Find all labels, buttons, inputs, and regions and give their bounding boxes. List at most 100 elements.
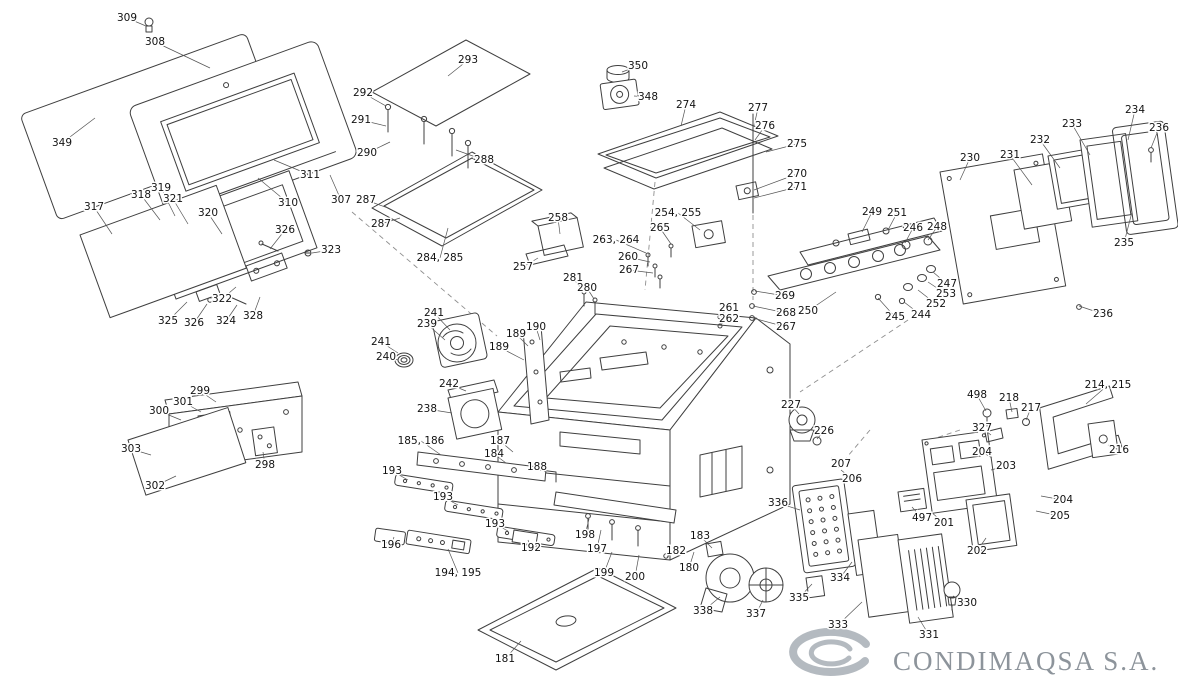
part-label-308: 308 (145, 36, 165, 48)
part-label-226: 226 (814, 425, 834, 437)
part-label-326: 326 (275, 224, 295, 236)
part-label-350: 350 (628, 60, 648, 72)
leader-line-303 (130, 448, 152, 456)
part-label-293: 293 (458, 54, 478, 66)
leader-line-235 (1123, 211, 1133, 244)
part-label-325: 325 (158, 315, 178, 327)
leader-line-336 (777, 502, 801, 511)
part-label-309: 309 (117, 12, 137, 24)
part-label-311: 311 (300, 169, 320, 181)
part-label-277: 277 (748, 102, 768, 114)
leader-line-274 (680, 104, 687, 127)
part-label-331: 331 (919, 629, 939, 641)
leader-line-330 (952, 595, 968, 604)
part-label-234: 234 (1125, 104, 1145, 116)
leader-line-334 (839, 561, 853, 579)
leader-line-184 (493, 453, 507, 464)
leader-line-230 (959, 157, 971, 181)
leader-line-205 (1035, 510, 1061, 517)
part-label-202: 202 (967, 545, 987, 557)
leader-line-238 (426, 408, 453, 414)
leader-line-292 (362, 92, 387, 107)
shelf-rails (373, 325, 677, 555)
part-label-182: 182 (666, 545, 686, 557)
part-label-276: 276 (755, 120, 775, 132)
leader-line-338 (702, 596, 721, 612)
part-label-250: 250 (798, 305, 818, 317)
leader-line-324 (225, 304, 238, 322)
glass-door-panels (21, 17, 357, 319)
leader-line-319 (160, 187, 176, 217)
part-label-254-255: 254, 255 (655, 207, 702, 219)
part-label-248: 248 (927, 221, 947, 233)
leader-line-265 (659, 227, 672, 245)
part-label-318: 318 (131, 189, 151, 201)
part-label-227: 227 (781, 399, 801, 411)
leader-line-267 (628, 269, 654, 274)
part-label-241: 241 (371, 336, 391, 348)
leader-line-310 (257, 177, 289, 204)
part-label-258: 258 (548, 212, 568, 224)
leader-line-331 (917, 616, 930, 636)
leader-line-300 (158, 410, 182, 421)
part-label-290: 290 (357, 147, 377, 159)
part-label-189: 189 (489, 341, 509, 353)
part-label-244: 244 (911, 309, 931, 321)
leader-line-337 (755, 599, 764, 615)
leader-line-241 (433, 312, 451, 331)
leader-line-252 (917, 289, 937, 305)
part-label-197: 197 (587, 543, 607, 555)
part-label-328: 328 (243, 310, 263, 322)
part-label-183: 183 (690, 530, 710, 542)
condenser-blower-assembly (699, 478, 961, 624)
leader-line-188 (536, 466, 548, 474)
part-label-193: 193 (433, 491, 453, 503)
leader-line-497 (911, 506, 923, 519)
leader-line-181 (504, 640, 522, 660)
part-label-200: 200 (625, 571, 645, 583)
part-label-246: 246 (903, 222, 923, 234)
leader-line-298 (262, 451, 266, 466)
part-label-194-195: 194, 195 (435, 567, 482, 579)
part-label-216: 216 (1109, 444, 1129, 456)
leader-line-317 (93, 206, 113, 235)
main-cabinet (497, 301, 791, 561)
leader-line-323 (311, 249, 332, 254)
part-label-217: 217 (1021, 402, 1041, 414)
part-label-349: 349 (52, 137, 72, 149)
watermark: CONDIMAQSA S.A. (789, 627, 1157, 676)
part-label-301: 301 (173, 396, 193, 408)
leader-line-267 (752, 317, 787, 328)
part-label-497: 497 (912, 512, 932, 524)
part-label-230: 230 (960, 152, 980, 164)
leader-line-321 (172, 198, 189, 225)
leader-line-226 (816, 430, 825, 440)
leader-line-307 (329, 174, 342, 201)
leader-line-287 (365, 199, 389, 209)
part-label-335: 335 (789, 592, 809, 604)
leader-line-214-215 (1085, 384, 1109, 405)
leader-line-257 (522, 257, 539, 268)
part-label-330: 330 (957, 597, 977, 609)
part-label-241: 241 (424, 307, 444, 319)
leader-line-193 (442, 496, 459, 506)
leader-line-193 (391, 470, 409, 481)
part-label-298: 298 (255, 459, 275, 471)
part-label-281: 281 (563, 272, 583, 284)
leader-line-308 (154, 41, 211, 69)
leader-line-227 (790, 404, 800, 415)
leader-line-232 (1039, 139, 1061, 169)
part-label-238: 238 (417, 403, 437, 415)
leader-line-236 (1078, 305, 1104, 315)
leader-line-198 (584, 518, 590, 536)
leader-line-239 (426, 323, 446, 341)
part-label-284-285: 284, 285 (417, 252, 464, 264)
part-label-232: 232 (1030, 134, 1050, 146)
leader-line-288 (455, 149, 485, 161)
part-label-299: 299 (190, 385, 210, 397)
leader-line-261 (719, 307, 730, 317)
leader-line-335 (798, 583, 813, 599)
part-label-265: 265 (650, 222, 670, 234)
part-label-190: 190 (526, 321, 546, 333)
